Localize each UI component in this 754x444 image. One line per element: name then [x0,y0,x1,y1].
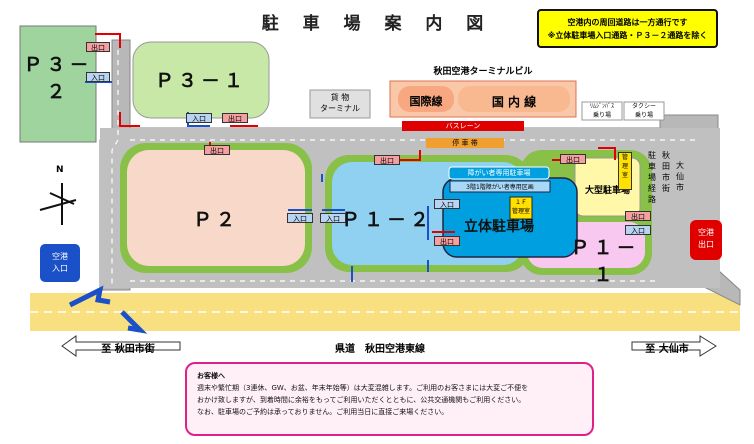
tag-enter-multi: 入口 [434,199,460,209]
notice-text-3: なお、駐車場のご予約は承っておりません。ご利用当日に直接ご来場ください。 [197,408,449,416]
page-title: 駐 車 場 案 内 図 [261,14,493,34]
tag-exit-p3-1: 出口 [222,113,248,123]
notice-text-1: 週末や繁忙期（3連休、GW、お盆、年末年始等）は大変混雑します。ご利用のお客さま… [197,384,529,392]
arrow-to-daisen [631,335,717,357]
airport-exit-box [690,220,722,260]
disabled-lot-band [448,166,550,180]
notice-line-2: ※立体駐車場入口通路・Ｐ３－２通路を除く [547,31,708,40]
entry-arrow-1 [68,285,111,308]
office-1f-box [509,196,533,220]
label-office-1f: １Ｆ 管理室 [511,199,530,215]
cargo-terminal [309,89,371,119]
tag-exit-p1-2: 出口 [374,155,400,165]
notice-heading: お客様へ [197,372,225,380]
north-compass-icon [39,183,77,225]
notice-line-1: 空港内の周回道路は一方通行です [567,18,688,27]
airport-enter-box [40,244,80,282]
one-way-notice: 空港内の周回道路は一方通行です ※立体駐車場入口通路・Ｐ３－２通路を除く [537,9,718,48]
tag-enter-p1-2: 入口 [320,213,346,223]
label-multi: 立体駐車場 [464,219,534,235]
limousine-stop [581,101,623,121]
stop-zone-bar [426,138,504,148]
tag-exit-large: 出口 [625,211,651,221]
tag-exit-p1-1: 出口 [560,154,586,164]
tag-exit-multi: 出口 [434,236,460,246]
terminal-building-name: 秋田空港ターミナルビル [433,67,533,77]
floor3-disabled-band [449,180,551,193]
entry-arrow-2 [120,310,148,334]
tag-enter-large: 入口 [625,225,651,235]
north-label: N [56,165,64,175]
tag-enter-p3-2: 入口 [86,72,110,82]
bus-lane-bar [402,121,524,131]
lot-p3-2 [19,25,97,143]
to-akita-label: 至 秋田市街 [101,344,155,355]
tag-enter-p2: 入口 [287,213,313,223]
parking-route-label: 駐 車 場 経 路 [648,151,656,204]
airport-enter-label: 空港 入口 [52,252,68,273]
label-large: 大型駐車場 [584,186,630,196]
daisen-label: 大 仙 市 [676,161,684,192]
prefectural-road-label: 県道 秋田空港東線 [335,344,425,355]
label-p2: Ｐ２ [192,209,239,231]
taxi-stop [623,101,665,121]
intl-terminal [398,86,454,112]
label-p1-1: Ｐ１－１ [570,237,640,286]
label-disabled-lot: 障がい者専用駐車場 [467,169,531,177]
bus-lane-label: バスレーン [445,122,481,130]
tag-exit-p3-2: 出口 [86,42,110,52]
domestic-terminal [458,86,570,112]
lot-p2 [127,150,305,266]
stop-zone-label: 停 車 帯 [452,139,478,147]
label-p3-2: Ｐ３－２ [23,54,93,103]
akita-street-label: 秋 田 市 街 [662,151,670,193]
notice-text-2: おかけ致しますが、到着時間に余裕をもってご利用いただくとともに、公共交通機関もご… [197,396,526,404]
domestic-label: 国 内 線 [491,95,537,109]
tag-exit-p2: 出口 [204,145,230,155]
label-p3-1: Ｐ３－１ [154,70,247,92]
airport-exit-label: 空港 出口 [698,228,714,249]
customer-notice: お客様へ 週末や繁忙期（3連休、GW、お盆、年末年始等）は大変混雑します。ご利用… [185,362,594,436]
intl-label: 国際線 [409,95,443,108]
to-daisen-label: 至 大仙市 [645,344,689,355]
cargo-label: 貨 物 ターミナル [320,93,360,113]
limousine-label: ﾘﾑｼﾞﾝﾊﾞｽ 乗り場 [589,103,614,119]
admin-office-label: 管 理 室 [618,152,632,190]
tag-enter-p3-1: 入口 [186,113,212,123]
taxi-label: タクシー 乗り場 [631,103,656,119]
label-p1-2: Ｐ１－２ [340,209,433,231]
arrow-to-akita [61,335,181,357]
label-floor3-disabled: 3階1階障がい者専用区画 [466,184,534,191]
